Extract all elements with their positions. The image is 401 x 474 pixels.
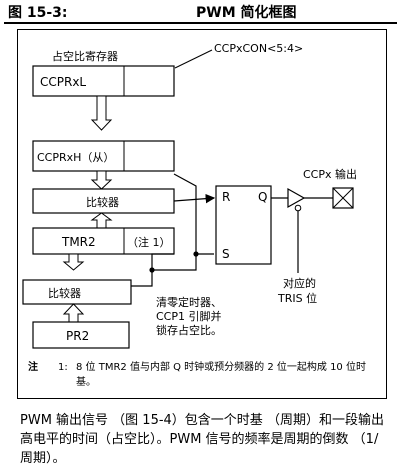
ccpxcon-label: CCPxCON<5:4> [214,42,303,55]
tris-label-line1: 对应的 [283,276,316,290]
rs-flipflop: R Q S [215,185,272,265]
junction-dot-upper [193,251,199,257]
clear-note-line2: CCP1 引脚并 [156,309,222,323]
tmr2-register: TMR2 （注 1） [32,227,175,255]
comparator-top: 比较器 [32,188,175,214]
flipflop-q-label: Q [258,190,267,204]
clear-note-line3: 锁存占空比。 [156,323,222,337]
tris-label-line2: TRIS 位 [277,291,317,305]
wire-comparator-to-r [173,193,216,204]
ccpx-pin [332,187,354,209]
bus-arrow-to-comparator-top [90,170,113,190]
pr2-register: PR2 [32,321,130,349]
note-text: 8 位 TMR2 值与内部 Q 时钟或预分频器的 2 位一起构成 10 位时基。 [76,362,366,388]
figure-title: PWM 简化框图 [196,5,297,21]
comparator-bottom: 比较器 [22,279,132,305]
flipflop-s-label: S [222,247,230,261]
pr2-label: PR2 [66,329,89,343]
wire-comparator-to-s [131,173,214,287]
bus-arrow-pr2-up [62,303,85,323]
ccpxcon-pointer [174,49,213,69]
bus-arrow-tmr2-up [90,212,113,229]
junction-dot [149,267,155,273]
bus-arrow-to-ccprxh [90,95,113,131]
comparator-top-label: 比较器 [86,195,119,209]
figure-number: 图 15-3: [8,5,68,21]
ccprxh-register: CCPRxH（从） [32,140,175,172]
output-buffer [287,187,306,212]
duty-cycle-register-label: 占空比寄存器 [52,49,118,63]
comparator-bottom-label: 比较器 [48,286,81,300]
ccprxh-label: CCPRxH（从） [37,151,114,164]
bus-arrow-tmr2-down [62,253,85,271]
clear-note-line1: 清零定时器、 [156,295,222,309]
body-paragraph: PWM 输出信号 （图 15-4）包含一个时基 （周期）和一段输出高电平的时间（… [20,413,384,466]
ccprxl-register: CCPRxL [32,65,175,97]
ccprxl-label: CCPRxL [40,75,86,89]
diagram-frame [17,29,387,399]
figure-header: 图 15-3: PWM 简化框图 [0,0,401,24]
header-rule [4,22,397,24]
tmr2-label: TMR2 [61,235,96,249]
ccpx-output-label: CCPx 输出 [303,167,357,181]
note-number: 1: [58,362,68,373]
tmr2-note-ref: （注 1） [127,235,171,249]
note-label: 注 [28,362,38,373]
flipflop-r-label: R [222,190,230,204]
